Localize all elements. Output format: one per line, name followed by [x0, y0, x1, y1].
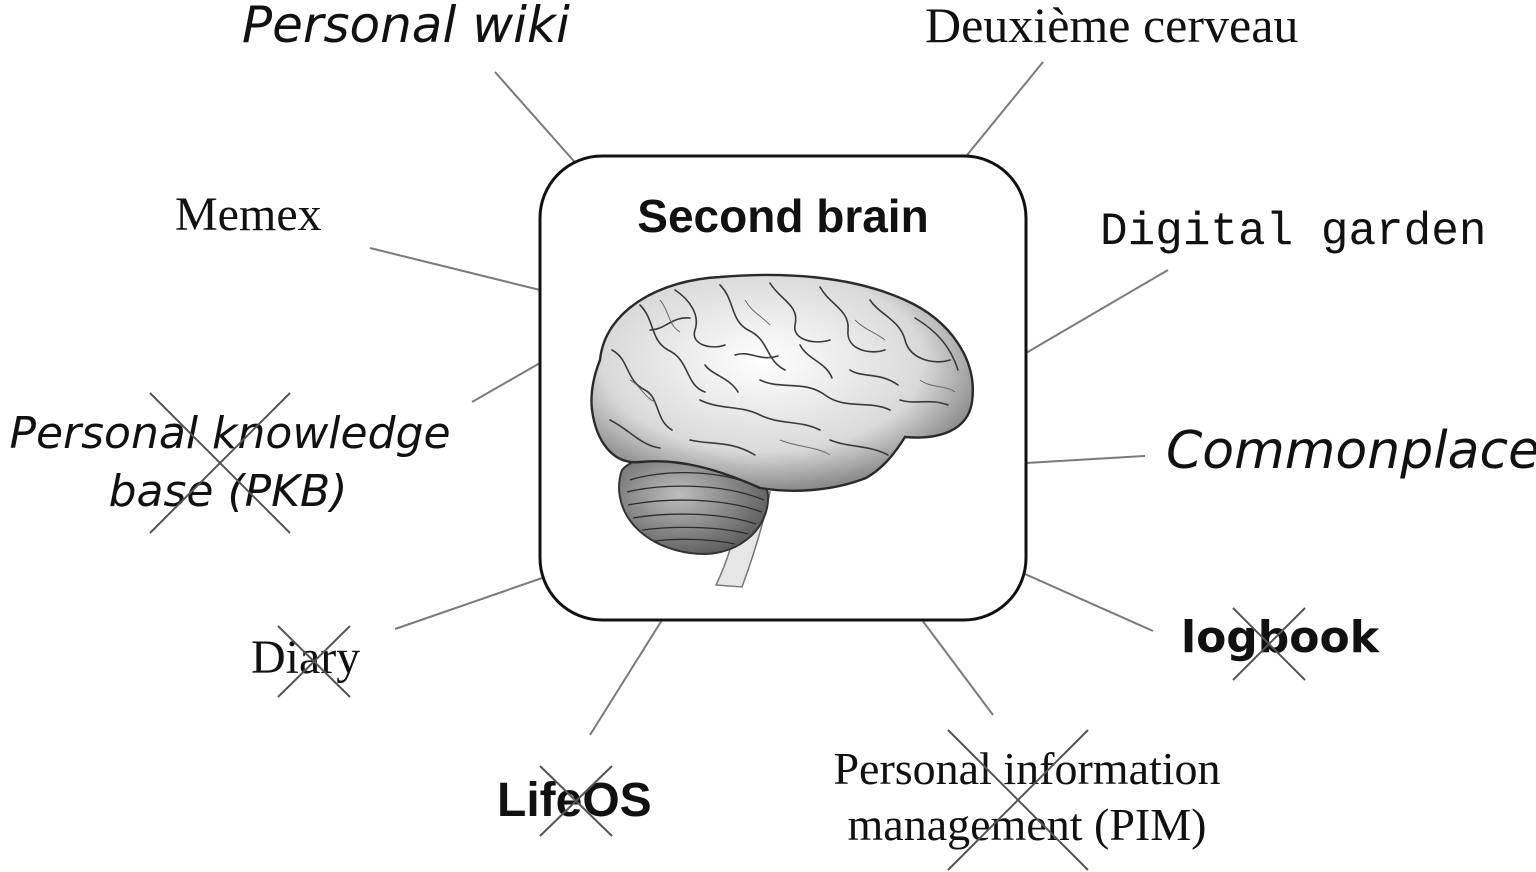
connector-deuxieme-cerveau — [962, 61, 1044, 161]
strike-lifeos-b — [539, 765, 613, 837]
strike-logbook-b — [1232, 607, 1306, 681]
label-pkb-line1: Personal knowledge — [9, 408, 450, 459]
connector-lines — [369, 61, 1169, 736]
label-lifeos: LifeOS — [497, 765, 652, 837]
label-diary-text: Diary — [251, 631, 360, 684]
connector-logbook — [1015, 569, 1154, 632]
strike-pim-b — [947, 729, 1089, 871]
connector-pim — [921, 619, 994, 716]
connector-personal-wiki — [494, 71, 581, 169]
label-logbook: logbook — [1181, 607, 1381, 681]
label-commonplace: Commonplace — [1166, 421, 1536, 481]
center-title: Second brain — [637, 190, 928, 242]
label-deuxieme-cerveau: Deuxième cerveau — [925, 0, 1298, 53]
brain-illustration-icon — [590, 273, 974, 588]
connector-digital-garden — [1025, 269, 1169, 354]
label-pkb: Personal knowledge base (PKB) — [9, 392, 451, 534]
label-memex: Memex — [175, 188, 322, 241]
label-pim-line2: management (PIM) — [848, 799, 1207, 850]
label-digital-garden: Digital garden — [1100, 206, 1486, 258]
connector-diary — [394, 575, 549, 630]
connector-memex — [369, 247, 541, 291]
strike-pkb-b — [149, 392, 291, 534]
connector-lifeos — [589, 619, 663, 736]
label-diary: Diary — [251, 625, 360, 698]
strike-diary-b — [277, 625, 351, 698]
label-pim-line1: Personal information — [833, 743, 1220, 794]
connector-commonplace — [1025, 455, 1146, 464]
label-personal-wiki: Personal wiki — [242, 0, 570, 54]
label-pim: Personal information management (PIM) — [833, 729, 1221, 871]
connector-pkb — [471, 362, 541, 403]
label-pkb-line2: base (PKB) — [109, 466, 348, 517]
